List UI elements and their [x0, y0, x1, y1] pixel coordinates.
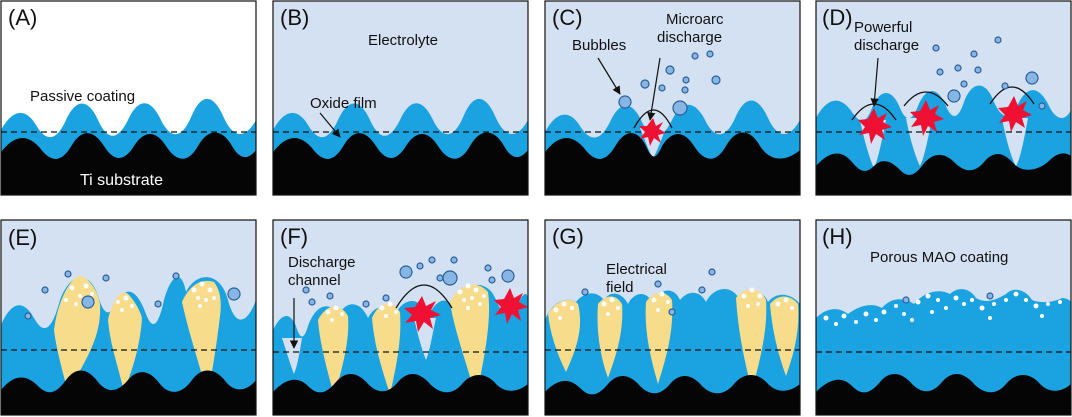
panel-border: [815, 219, 1072, 416]
spark: [910, 100, 944, 136]
porous-region: [548, 289, 799, 390]
panel-border: [0, 0, 257, 196]
pores: [553, 287, 794, 320]
ti-substrate: [816, 373, 1071, 415]
panel-border: [544, 0, 801, 196]
spark: [404, 296, 441, 332]
panel-letter: (D): [822, 5, 853, 30]
oxide-film-label: Oxide film: [310, 95, 377, 112]
panel-letter: (F): [280, 224, 308, 249]
panel-letter: (B): [280, 5, 309, 30]
field-arc: [633, 109, 673, 129]
bubbles: [302, 256, 515, 308]
panel-border: [0, 219, 257, 416]
bubbles: [24, 270, 241, 320]
panel-g: (G) Electrical field: [544, 219, 801, 416]
field-arc: [395, 284, 453, 309]
panel-letter: (C): [552, 5, 583, 30]
discharge-label: discharge: [657, 29, 722, 46]
ti-substrate: [545, 375, 800, 415]
ti-substrate-label: Ti substrate: [80, 172, 163, 189]
electrical-label: Electrical: [606, 261, 667, 278]
panel-d: (D) Powerful discharge: [815, 0, 1072, 196]
passive-coating-label: Passive coating: [30, 88, 135, 105]
panel-c: (C) Bubbles Microarc discharge: [544, 0, 801, 196]
ti-substrate: [273, 373, 528, 415]
panel-h: (H) Porous MAO coating: [815, 219, 1072, 416]
powerful-discharge-arrow: [870, 57, 879, 107]
discharge-label: discharge: [854, 37, 919, 54]
panel-e: (E): [0, 219, 257, 416]
spark: [494, 288, 528, 324]
ti-substrate: [1, 370, 256, 415]
panel-a: (A) Passive coating Ti substrate: [0, 0, 257, 196]
panel-border: [272, 219, 529, 416]
oxide-film-arrow: [319, 112, 341, 138]
field-label: field: [606, 279, 634, 296]
pores: [823, 291, 1062, 326]
panel-letter: (A): [8, 5, 37, 30]
porous-region: [54, 276, 221, 396]
ti-substrate: [816, 153, 1071, 195]
panel-f: (F) Discharge channel: [272, 219, 529, 416]
panel-border: [815, 0, 1072, 196]
bubbles: [902, 292, 994, 304]
electrolyte-label: Electrolyte: [368, 32, 438, 49]
panel-border: [544, 219, 801, 416]
bubbles-label: Bubbles: [572, 37, 626, 54]
field-arc: [903, 91, 949, 107]
ti-substrate: [1, 132, 256, 195]
panel-letter: (H): [822, 224, 853, 249]
field-arc: [989, 86, 1035, 105]
panel-b: (B) Electrolyte Oxide film: [272, 0, 529, 196]
bubbles: [932, 36, 1046, 110]
bubbles: [581, 268, 716, 316]
microarc-label: Microarc: [666, 11, 724, 28]
spark: [639, 118, 666, 146]
spark: [998, 96, 1032, 132]
spark: [858, 108, 892, 144]
discharge-label: Discharge: [288, 254, 356, 271]
bubbles: [618, 50, 721, 116]
pores: [325, 283, 486, 322]
panel-letter: (G): [552, 224, 584, 249]
channel-label: channel: [288, 272, 341, 289]
ti-substrate: [273, 132, 528, 195]
panel-border: [272, 0, 529, 196]
panel-letter: (E): [8, 225, 37, 250]
microarc-arrow: [647, 57, 661, 121]
powerful-label: Powerful: [854, 19, 912, 36]
ti-substrate: [545, 132, 800, 195]
bubbles-arrow: [597, 57, 621, 95]
porous-mao-label: Porous MAO coating: [870, 249, 1008, 266]
